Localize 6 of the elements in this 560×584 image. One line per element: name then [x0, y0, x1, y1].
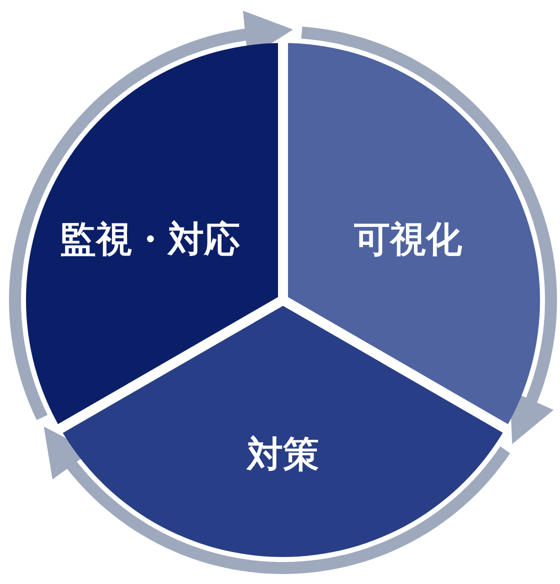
- slice-label: 監視・対応: [60, 218, 240, 262]
- cycle-arrow: [44, 426, 510, 574]
- cycle-arrow: [9, 10, 294, 420]
- cycle-arrow: [301, 26, 557, 444]
- slice-label: 対策: [246, 434, 319, 478]
- slice-label: 可視化: [354, 218, 462, 262]
